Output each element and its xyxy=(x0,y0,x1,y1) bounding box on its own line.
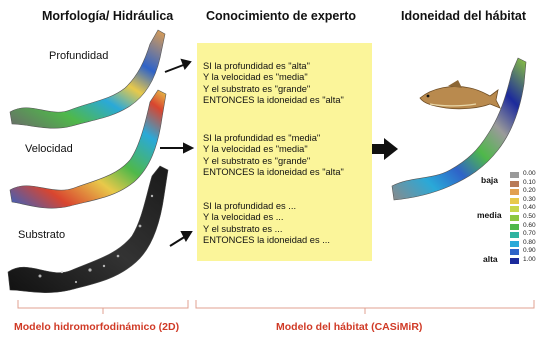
caption-modelo-hidromorfodinamico: Modelo hidromorfodinámico (2D) xyxy=(14,321,180,333)
label-substrato: Substrato xyxy=(18,229,66,241)
legend-swatch xyxy=(510,206,519,213)
legend-value: 0.20 xyxy=(523,187,536,195)
header-conocimiento: Conocimiento de experto xyxy=(206,9,357,23)
legend-swatch xyxy=(510,232,519,239)
arrows-to-rules xyxy=(160,58,195,247)
legend-value: 0.00 xyxy=(523,170,536,177)
legend-baja: baja xyxy=(481,175,499,185)
legend-entry: 0.70 xyxy=(510,230,540,239)
expert-rules-box: SI la profundidad es "alta"Y la velocida… xyxy=(197,43,372,261)
legend-swatch xyxy=(510,215,519,221)
legend-entry: 0.10 xyxy=(510,178,540,188)
legend-entry: 0.40 xyxy=(510,204,540,213)
fish-icon xyxy=(419,80,501,110)
arrow-to-habitat xyxy=(372,138,398,160)
legend-value: 0.80 xyxy=(523,238,536,246)
map-profundidad xyxy=(9,29,166,129)
header-morfologia: Morfología/ Hidráulica xyxy=(42,9,174,23)
legend-swatch xyxy=(510,197,519,204)
legend-entry: 0.80 xyxy=(510,238,540,248)
map-idoneidad xyxy=(391,57,527,201)
legend-entry: 0.20 xyxy=(510,187,540,196)
legend-entry: 0.50 xyxy=(510,213,540,222)
legend-value: 1.00 xyxy=(523,256,536,263)
legend-entry: 0.00 xyxy=(510,170,540,179)
legend-value: 0.60 xyxy=(523,221,536,229)
map-velocidad xyxy=(9,89,167,209)
legend-value: 0.70 xyxy=(523,230,536,238)
bracket-right xyxy=(195,300,535,314)
legend-value: 0.50 xyxy=(523,213,536,220)
label-velocidad: Velocidad xyxy=(25,143,73,155)
rule-3: SI la profundidad es ...Y la velocidad e… xyxy=(203,201,330,246)
legend-value: 0.10 xyxy=(523,178,536,186)
legend-swatch xyxy=(510,172,519,178)
legend-entry: 0.90 xyxy=(510,247,540,256)
legend-swatch xyxy=(510,180,519,187)
legend-entry: 0.60 xyxy=(510,221,540,231)
legend-swatch xyxy=(510,189,519,196)
bracket-left xyxy=(17,300,189,314)
legend-value: 0.30 xyxy=(523,195,536,203)
header-idoneidad: Idoneidad del hábitat xyxy=(401,9,527,23)
legend-entry: 1.00 xyxy=(510,256,540,265)
rule-1: SI la profundidad es "alta"Y la velocida… xyxy=(203,61,344,106)
legend-value: 0.40 xyxy=(523,204,536,212)
legend-alta: alta xyxy=(483,254,498,264)
legend-entry: 0.30 xyxy=(510,195,540,205)
legend-swatch xyxy=(510,249,519,256)
label-profundidad: Profundidad xyxy=(49,50,109,62)
legend-swatch xyxy=(510,223,519,230)
legend-swatch xyxy=(510,240,519,247)
map-substrato xyxy=(7,165,169,293)
caption-modelo-habitat: Modelo del hábitat (CASiMiR) xyxy=(276,321,423,333)
legend-media: media xyxy=(477,210,502,220)
rule-2: SI la profundidad es "media"Y la velocid… xyxy=(203,133,344,178)
legend-value: 0.90 xyxy=(523,247,536,255)
legend-swatch xyxy=(510,258,519,264)
